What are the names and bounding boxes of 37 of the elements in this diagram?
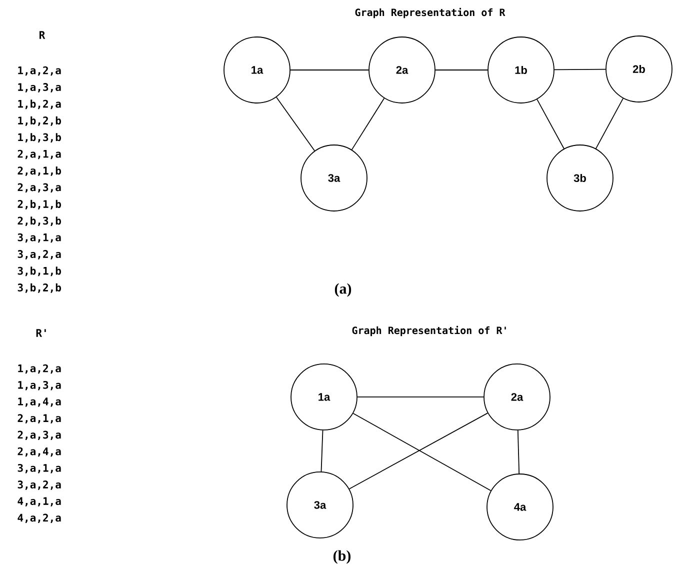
relation-tuple: 2,a,1,a <box>18 150 61 160</box>
graph-edge <box>351 98 385 150</box>
relation-tuple: 2,b,3,b <box>18 216 61 226</box>
graph-edge <box>357 396 484 398</box>
graph-title: Graph Representation of R <box>355 8 506 18</box>
relation-tuple: 1,a,3,a <box>18 83 61 92</box>
relation-tuple: 3,a,1,a <box>18 233 61 243</box>
relation-tuple: 1,b,2,b <box>18 116 61 126</box>
graph-edge <box>536 98 564 150</box>
relation-tuple: 4,a,2,a <box>18 514 61 524</box>
relation-tuple: 1,b,3,b <box>18 133 61 143</box>
relation-tuple: 1,a,3,a <box>18 380 61 390</box>
relation-tuple: 1,b,2,a <box>18 100 61 110</box>
relation-tuple: 2,a,3,a <box>18 183 61 193</box>
relation-tuple: 2,a,3,a <box>18 430 61 440</box>
subfigure-label: (a) <box>334 283 352 297</box>
relation-name: R <box>40 31 46 39</box>
relation-tuple: 3,a,2,a <box>18 480 61 490</box>
graph-edge <box>595 98 624 150</box>
graph-edge <box>320 430 324 472</box>
relation-tuple: 2,a,1,b <box>18 166 61 176</box>
relation-tuple: 1,a,2,a <box>18 364 61 374</box>
relation-tuple: 2,b,1,b <box>18 200 61 210</box>
graph-edge <box>276 96 316 152</box>
relation-tuple: 2,a,1,a <box>18 414 61 424</box>
relation-tuple: 2,a,4,a <box>18 447 61 457</box>
relation-name: R' <box>36 329 46 337</box>
relation-tuple: 3,b,1,b <box>18 266 61 276</box>
graph-edge <box>517 430 520 474</box>
relation-tuple: 3,b,2,b <box>18 283 61 293</box>
relation-tuple: 3,a,1,a <box>18 464 61 474</box>
graph-edge <box>554 68 606 70</box>
relation-tuple: 4,a,1,a <box>18 497 61 506</box>
relation-tuple: 1,a,2,a <box>18 66 61 76</box>
graph-title: Graph Representation of R' <box>352 326 506 336</box>
relation-tuple: 3,a,2,a <box>18 250 61 260</box>
relation-tuple: 1,a,4,a <box>18 398 61 407</box>
